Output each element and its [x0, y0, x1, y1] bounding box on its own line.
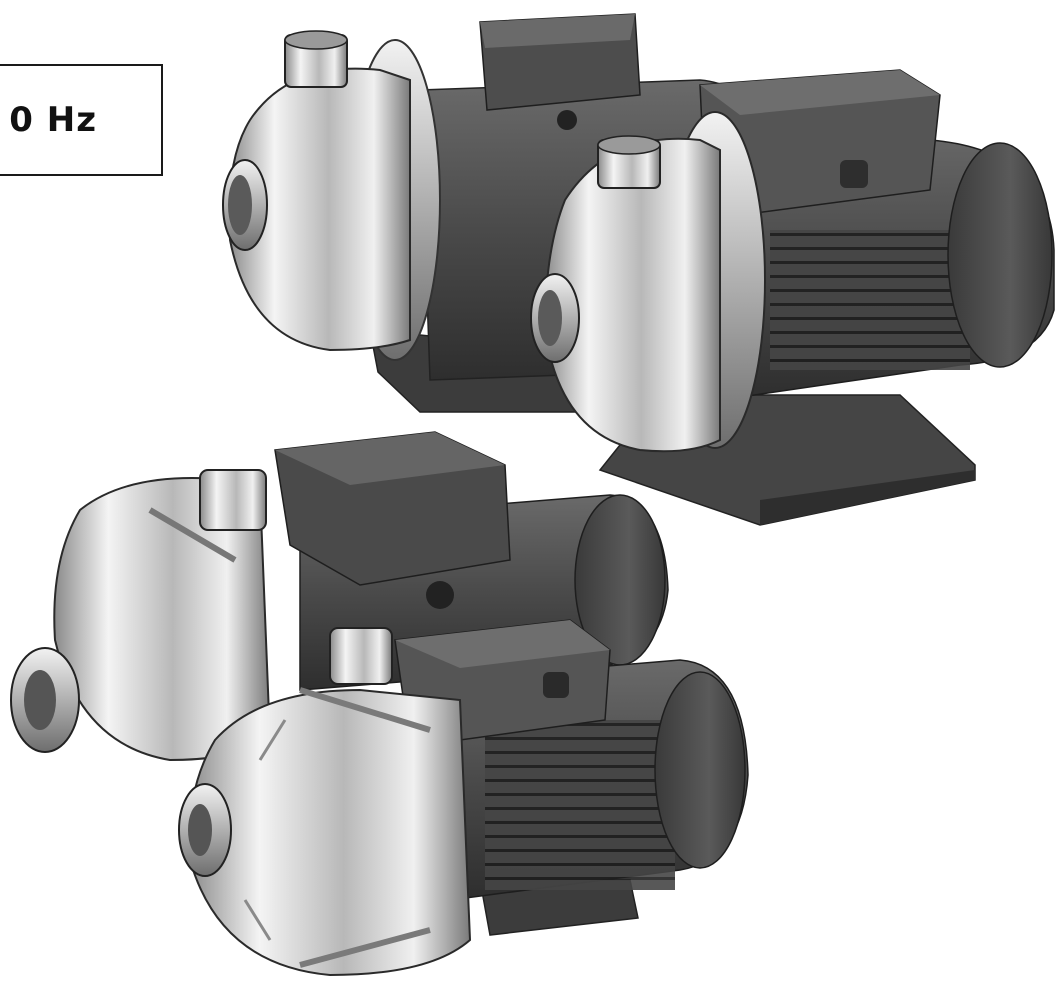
front-right-twin-impeller-pump: [178, 619, 749, 977]
frequency-label-box: 0 Hz: [0, 64, 163, 176]
back-right-pump: [530, 69, 1055, 526]
frequency-label: 0 Hz: [9, 100, 97, 140]
